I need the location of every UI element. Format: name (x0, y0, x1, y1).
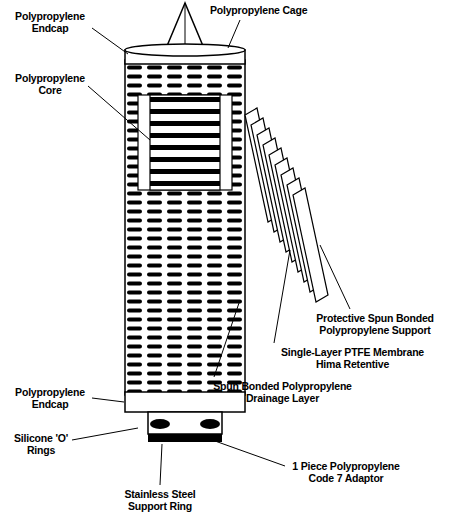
cage-body (125, 60, 245, 395)
adaptor (148, 412, 222, 434)
part-label: Stainless Steel Support Ring (110, 488, 210, 512)
part-label: Polypropylene Endcap (8, 386, 92, 410)
part-label: Protective Spun Bonded Polypropylene Sup… (300, 312, 450, 336)
leader-lines (72, 20, 350, 485)
cone-edge (185, 3, 186, 46)
o-ring (200, 419, 220, 429)
cone-tip (167, 3, 203, 46)
cutaway-window (138, 95, 232, 190)
top-endcap-rim (125, 44, 245, 56)
o-ring (150, 419, 170, 429)
part-label: Silicone 'O' Rings (6, 432, 76, 456)
part-label: Single-Layer PTFE Membrane Hima Retentiv… (270, 346, 435, 370)
part-label: 1 Piece Polypropylene Code 7 Adaptor (282, 460, 410, 484)
support-ring (148, 434, 222, 442)
part-label: Polypropylene Endcap (8, 10, 92, 34)
part-label: Polypropylene Cage (210, 4, 360, 16)
bottom-endcap (125, 392, 245, 412)
core (150, 95, 220, 190)
part-label: Polypropylene Core (8, 72, 92, 96)
part-label: Spun Bonded Polypropylene Drainage Layer (205, 380, 360, 404)
